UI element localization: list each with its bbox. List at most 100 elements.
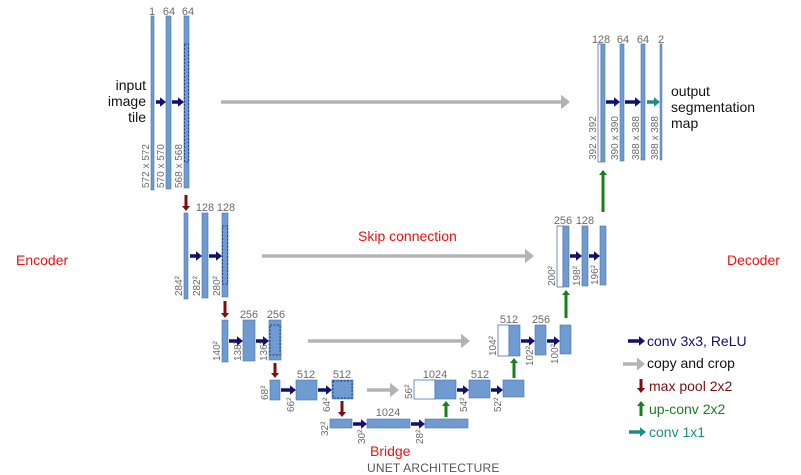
copy-crop-arrow — [262, 248, 534, 264]
copied-feature-map — [413, 379, 436, 400]
decoder-level-3: 512 256 104² 102² 100² — [488, 314, 572, 366]
legend-label: conv 3x3, ReLU — [647, 333, 747, 349]
conv-arrow — [209, 251, 222, 261]
size-label: 102² — [525, 345, 536, 366]
encoder-level-2: 128 128 284² 282² 280² — [174, 202, 235, 300]
conv-arrow — [281, 385, 296, 395]
legend-item-pool: max pool 2x2 — [637, 378, 732, 394]
crop-region — [269, 324, 281, 356]
channel-label: 64 — [182, 6, 194, 18]
channel-label: 512 — [500, 314, 518, 326]
legend-upconv-arrow — [637, 401, 645, 416]
feature-map-block — [269, 379, 281, 401]
size-label: 30² — [357, 429, 368, 444]
size-label: 282² — [192, 275, 203, 296]
channel-label: 512 — [333, 369, 351, 381]
size-label: 68² — [260, 385, 271, 400]
feature-map-block — [366, 418, 411, 429]
channel-label: 128 — [576, 215, 594, 227]
conv-arrow — [625, 97, 641, 107]
conv-arrow-icon — [628, 336, 645, 346]
size-label: 570 x 570 — [156, 144, 167, 188]
conv-arrow — [570, 251, 582, 261]
channel-label: 256 — [554, 215, 572, 227]
feature-map-block — [559, 324, 572, 355]
input-label-line-3: tile — [128, 109, 146, 125]
up-conv-arrow — [442, 401, 450, 417]
channel-label: 64 — [163, 6, 175, 18]
legend-label: max pool 2x2 — [649, 378, 732, 394]
feature-map-block — [242, 319, 256, 362]
legend-label: up-conv 2x2 — [649, 401, 725, 417]
max-pool-arrow-icon — [637, 379, 645, 393]
channel-label: 128 — [592, 34, 610, 46]
up-conv-arrow — [562, 290, 570, 318]
feature-map-block — [165, 15, 172, 190]
legend-item-conv1x1: conv 1x1 — [629, 424, 705, 440]
up-conv-arrow-icon — [637, 401, 645, 416]
size-label: 104² — [488, 335, 499, 356]
decoder-level-1: 128 64 64 2 392 x 392 390 x 390 388 x 38… — [588, 34, 755, 163]
conv-arrow — [521, 336, 535, 346]
max-pool-arrow — [221, 301, 229, 318]
conv1x1-arrow — [647, 97, 660, 107]
feature-map-block — [599, 225, 607, 286]
size-label: 56² — [404, 384, 415, 399]
conv-arrow — [172, 97, 184, 107]
size-label: 32² — [320, 421, 331, 436]
feature-map-block — [268, 319, 282, 361]
feature-map-block — [600, 43, 606, 163]
feature-map-block — [434, 379, 457, 400]
feature-map-block — [508, 324, 521, 357]
conv-arrow — [457, 385, 469, 395]
channel-label: 256 — [532, 314, 550, 326]
feature-map-block — [424, 418, 469, 429]
input-label-line-1: input — [116, 77, 146, 93]
feature-map-block — [183, 212, 189, 300]
channel-label: 512 — [297, 369, 315, 381]
encoder-level-1: 1 64 64 572 x 572 570 x 570 568 x 568 in… — [108, 6, 194, 191]
channel-label: 1024 — [376, 407, 400, 419]
copy-arrow-icon — [623, 357, 645, 371]
copied-feature-map — [497, 324, 510, 357]
up-conv-arrow — [510, 358, 518, 378]
size-label: 200² — [547, 265, 558, 286]
decoder-level-2: 256 128 200² 198² 196² — [547, 215, 607, 288]
bridge-label: Bridge — [370, 443, 411, 459]
size-label: 392 x 392 — [588, 116, 599, 160]
size-label: 54² — [459, 397, 470, 412]
legend-item-upconv: up-conv 2x2 — [637, 401, 725, 417]
encoder-level-3: 256 256 140² 138² 136² — [212, 309, 285, 363]
copy-crop-arrow — [308, 333, 470, 349]
channel-label: 256 — [240, 309, 258, 321]
channel-label: 1 — [149, 6, 155, 18]
encoder-level-4: 512 512 68² 66² 64² — [260, 369, 354, 412]
size-label: 390 x 390 — [610, 116, 621, 160]
feature-map-block — [562, 225, 570, 288]
channel-label: 1024 — [423, 369, 447, 381]
legend-label: copy and crop — [647, 355, 735, 371]
feature-map-block — [221, 319, 229, 363]
crop-region — [332, 380, 353, 399]
copy-crop-arrow — [367, 382, 399, 398]
legend-conv-arrow — [628, 336, 645, 346]
size-label: 198² — [572, 265, 583, 286]
max-pool-arrow — [271, 363, 279, 378]
conv-arrow — [190, 251, 202, 261]
legend-item-conv: conv 3x3, ReLU — [628, 333, 747, 349]
conv-arrow — [318, 385, 332, 395]
conv-arrow — [547, 336, 560, 346]
conv-arrow — [606, 97, 620, 107]
diagram-title: UNET ARCHITECTURE — [367, 461, 500, 475]
up-conv-arrow — [599, 170, 607, 212]
conv-arrow — [411, 419, 425, 429]
encoder-label: Encoder — [16, 252, 68, 268]
size-label: 284² — [174, 275, 185, 296]
max-pool-arrow — [338, 401, 346, 417]
decoder-level-4: 1024 512 56² 54² 52² — [404, 369, 525, 412]
feature-map-block — [201, 212, 209, 299]
legend-item-copy: copy and crop — [623, 355, 735, 371]
size-label: 388 x 388 — [650, 116, 661, 160]
feature-map-block — [295, 379, 318, 401]
